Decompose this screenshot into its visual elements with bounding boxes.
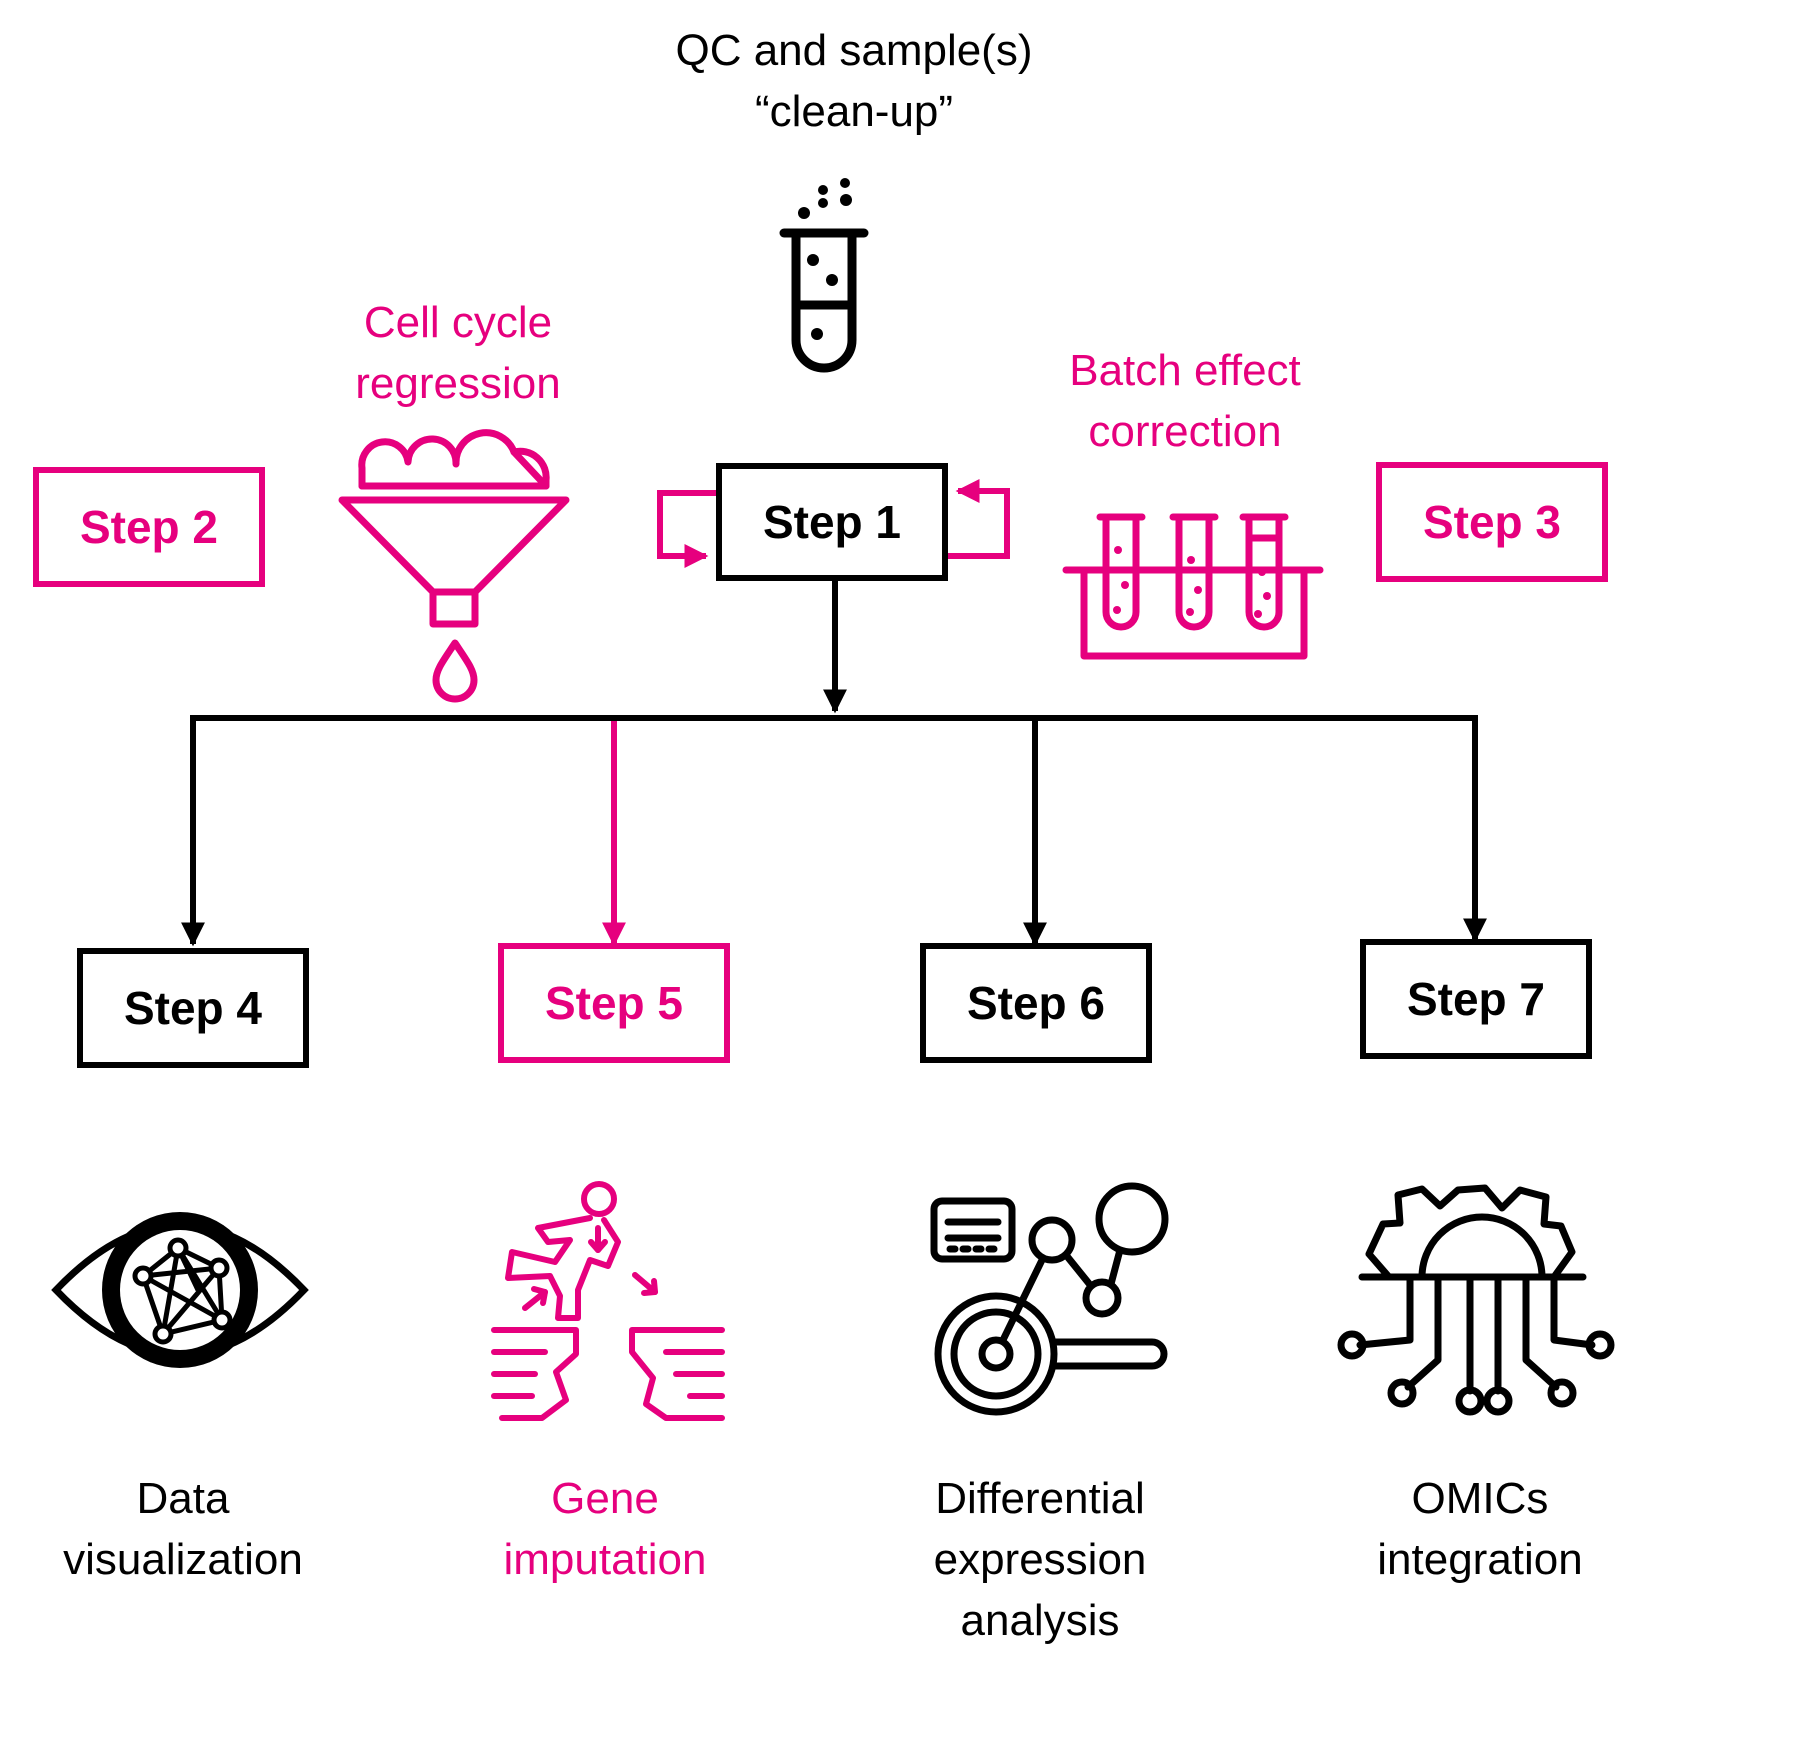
cell-cycle-line1: Cell cycle <box>363 298 553 347</box>
batch-effect-label: Batch effect correction <box>1040 340 1330 462</box>
cell-cycle-label: Cell cycle regression <box>318 292 598 414</box>
gene-imputation-line1: Gene <box>551 1474 659 1523</box>
qc-cleanup-label: QC and sample(s) “clean-up” <box>644 20 1064 142</box>
data-analysis-icon <box>930 1182 1169 1416</box>
differential-expression-line2: expression <box>933 1535 1147 1584</box>
funnel-icon <box>338 429 570 703</box>
gap-jump-icon <box>491 1181 725 1421</box>
data-visualization-line1: Data <box>136 1474 230 1523</box>
step-7-box: Step 7 <box>1360 939 1592 1059</box>
loop-arrow-left <box>657 490 716 568</box>
eye-network-icon <box>51 1212 309 1368</box>
data-visualization-label: Data visualization <box>33 1468 333 1590</box>
data-visualization-line2: visualization <box>63 1535 303 1584</box>
loop-arrow-right <box>948 479 1010 559</box>
qc-cleanup-line1: QC and sample(s) <box>675 26 1033 75</box>
batch-effect-line1: Batch effect <box>1069 346 1301 395</box>
step-4-box: Step 4 <box>77 948 309 1068</box>
test-tube-rack-icon <box>1062 513 1324 660</box>
gear-circuit-icon <box>1337 1184 1615 1416</box>
step-3-box: Step 3 <box>1376 462 1608 582</box>
test-tube-icon <box>779 178 869 373</box>
differential-expression-label: Differential expression analysis <box>890 1468 1190 1651</box>
gene-imputation-label: Gene imputation <box>455 1468 755 1590</box>
qc-cleanup-line2: “clean-up” <box>754 87 954 136</box>
step-1-box: Step 1 <box>716 463 948 581</box>
step-6-box: Step 6 <box>920 943 1152 1063</box>
omics-integration-line1: OMICs <box>1411 1474 1549 1523</box>
omics-integration-line2: integration <box>1377 1535 1583 1584</box>
batch-effect-line2: correction <box>1088 407 1282 456</box>
differential-expression-line1: Differential <box>935 1474 1145 1523</box>
step-5-box: Step 5 <box>498 943 730 1063</box>
gene-imputation-line2: imputation <box>503 1535 707 1584</box>
differential-expression-line3: analysis <box>960 1596 1120 1645</box>
cell-cycle-line2: regression <box>355 359 561 408</box>
step-2-box: Step 2 <box>33 467 265 587</box>
omics-integration-label: OMICs integration <box>1330 1468 1630 1590</box>
